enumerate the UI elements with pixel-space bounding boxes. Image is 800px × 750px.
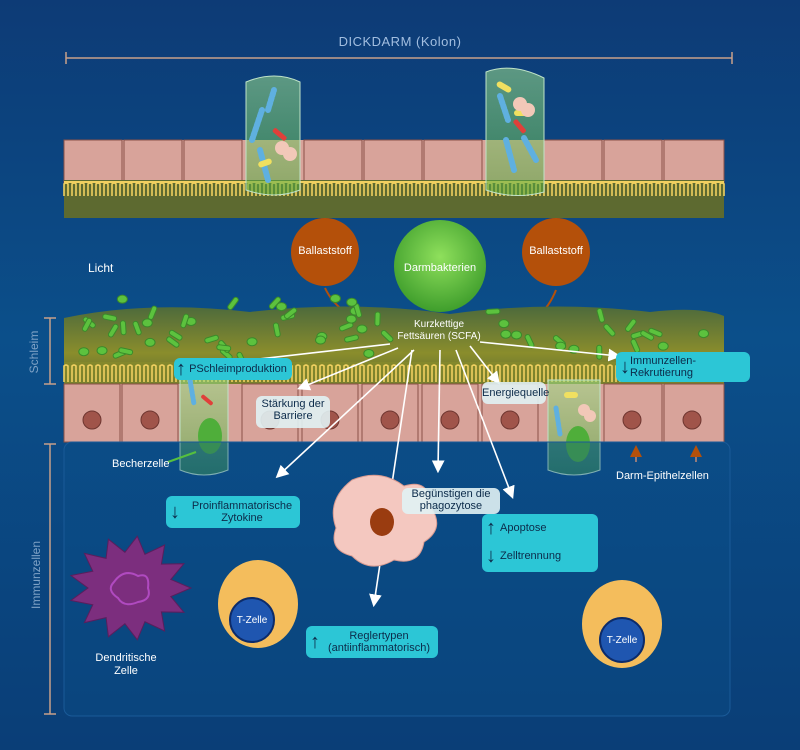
fiber-right: [522, 218, 590, 286]
phagocytosis-bubble: Begünstigen die phagozytose: [402, 488, 500, 514]
proinflammatory-text: Proinflammatorische Zytokine: [191, 500, 293, 524]
bacterium: [625, 318, 637, 332]
colon-title: DICKDARM (Kolon): [338, 34, 462, 49]
fiber-label-left: Ballaststoff: [298, 245, 352, 257]
bacterium: [315, 335, 327, 345]
colon-span-bracket: [65, 52, 733, 64]
mucus-side-label: Schleim: [27, 330, 41, 374]
bacterium: [107, 323, 119, 338]
bacterium: [648, 327, 663, 338]
bacterium: [511, 330, 523, 340]
top-goblet-cells: [245, 67, 545, 196]
bacterium: [268, 296, 282, 310]
bacterium: [147, 305, 158, 320]
bacterium: [363, 348, 375, 358]
bacterium: [380, 329, 394, 343]
up-arrow-icon: ↑: [486, 517, 496, 539]
down-arrow-icon: ↓: [620, 356, 630, 378]
regulatory-text: Reglertypen (antiinflammatorisch): [327, 630, 431, 654]
bacterium: [78, 347, 90, 357]
lower-goblet-cells: [179, 373, 601, 476]
immune-recruit-text: Immunzellen- Rekrutierung: [630, 355, 697, 379]
barrier-bubble: Stärkung der Barriere: [256, 396, 330, 428]
bacterium: [216, 344, 232, 352]
mucus-bacteria: [78, 293, 710, 367]
goblet-cell-label: Becherzelle: [112, 458, 170, 470]
dendritic-cell-label: Dendritische Zelle: [95, 652, 157, 677]
bacterium: [346, 297, 358, 307]
dendritic-cell-shape: [69, 535, 193, 641]
bacterium: [204, 334, 219, 344]
mucus-production-text: PSchleimproduktion: [189, 363, 287, 375]
scfa-label: Kurzkettige Fettsäuren (SCFA): [397, 319, 481, 342]
bacterium: [227, 296, 239, 311]
bacterium: [284, 307, 298, 320]
lumen-label: Licht: [88, 261, 114, 275]
gut-bacteria-circle: [394, 220, 486, 312]
apoptosis-box: ↑ Apoptose ↓ Zelltrennung: [482, 514, 598, 572]
bacterium: [168, 329, 183, 341]
t-cell-left: [218, 560, 298, 648]
mucus-production-box: ↑ PSchleimproduktion: [174, 358, 292, 380]
top-epithelium: [63, 139, 725, 218]
immune-recruit-box: ↓ Immunzellen- Rekrutierung: [616, 352, 750, 382]
t-cell-label-right: T-Zelle: [606, 635, 638, 646]
down-arrow-icon: ↓: [170, 501, 180, 523]
bacterium: [119, 320, 127, 336]
cell-separation-text: Zelltrennung: [500, 550, 562, 562]
bacterium: [81, 317, 93, 332]
bacterium: [374, 311, 381, 327]
bacterium: [102, 313, 118, 322]
bacterium: [640, 330, 655, 341]
bacterium: [96, 346, 108, 356]
regulatory-box: ↑ Reglertypen (antiinflammatorisch): [306, 626, 438, 658]
bacterium: [246, 337, 258, 347]
fiber-left: [291, 218, 359, 286]
up-arrow-icon: ↑: [176, 358, 186, 380]
bacterium: [144, 337, 156, 347]
bacterium: [141, 318, 153, 328]
apoptosis-text: Apoptose: [500, 522, 547, 534]
bacterium: [180, 313, 190, 329]
bacterium: [485, 308, 501, 315]
up-arrow-icon: ↑: [310, 631, 320, 653]
immune-side-label: Immunzellen: [29, 540, 43, 610]
gut-bacteria-label: Darmbakterien: [403, 262, 477, 274]
bacterium: [329, 293, 341, 303]
lower-epithelium: [63, 383, 725, 443]
bacterium: [500, 329, 512, 339]
bacterium: [116, 294, 128, 304]
bacterium: [698, 329, 710, 339]
bacterium: [498, 319, 510, 329]
scfa-arrows: [176, 341, 622, 608]
bacterium: [555, 341, 567, 351]
bacterium: [166, 336, 180, 348]
bacterium: [339, 321, 354, 332]
bacterium: [344, 334, 359, 343]
bacterium: [345, 314, 357, 324]
side-brackets: [44, 317, 56, 715]
bacterium: [272, 322, 281, 338]
bacterium: [118, 347, 134, 356]
t-cell-right: [582, 580, 662, 668]
bacterium: [596, 308, 605, 323]
t-cell-label-left: T-Zelle: [236, 615, 268, 626]
bacterium: [275, 302, 287, 312]
bacterium: [132, 320, 142, 336]
epithelial-cells-label: Darm-Epithelzellen: [616, 470, 709, 482]
proinflammatory-box: ↓ Proinflammatorische Zytokine: [166, 496, 300, 528]
bacterium: [657, 341, 669, 351]
bacterium: [596, 344, 603, 360]
bacterium: [603, 323, 616, 337]
down-arrow-icon: ↓: [486, 545, 496, 567]
fiber-label-right: Ballaststoff: [529, 245, 583, 257]
bacterium: [356, 324, 368, 334]
energy-bubble: Energiequelle: [482, 382, 549, 404]
